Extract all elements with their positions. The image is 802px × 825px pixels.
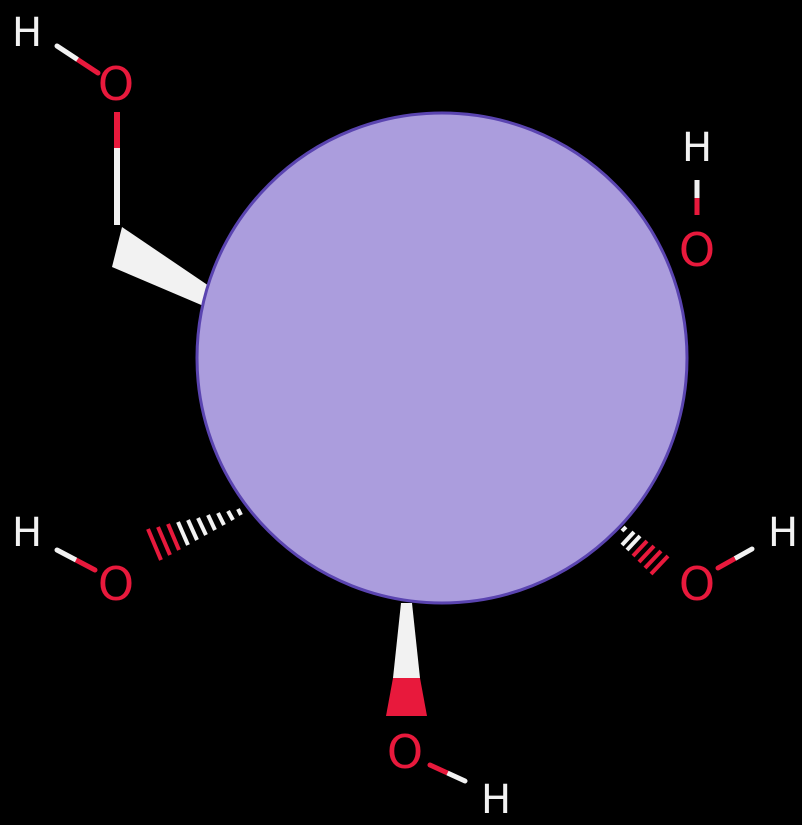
wedge-bond <box>112 227 212 307</box>
oxygen-atom: O <box>679 223 715 277</box>
ch2oh-group: H O <box>12 10 212 307</box>
hydrogen-atom: H <box>12 510 42 556</box>
oxygen-atom: O <box>679 557 715 611</box>
hashed-bond <box>146 508 243 561</box>
wedge-bond-white <box>393 603 420 678</box>
hydrogen-atom: H <box>768 510 798 556</box>
wedge-bond-red <box>386 678 427 716</box>
hydrogen-atom: H <box>12 10 42 56</box>
h-o-bond <box>715 546 755 571</box>
h-o-bond <box>54 43 101 76</box>
hydrogen-atom: H <box>481 777 511 823</box>
hydrogen-atom: H <box>682 125 712 171</box>
ring-circle <box>195 111 689 605</box>
oh-group-bottom: O H <box>386 603 511 823</box>
oxygen-atom: O <box>98 57 134 111</box>
oxygen-atom: O <box>98 557 134 611</box>
oxygen-atom: O <box>387 725 423 779</box>
h-o-bond <box>54 547 98 573</box>
oh-group-mid-right: H O <box>620 510 798 611</box>
oh-group-top-right: H O <box>679 125 715 277</box>
o-h-bond <box>427 762 468 784</box>
oh-group-mid-left: H O <box>12 508 243 611</box>
hashed-bond <box>620 525 670 576</box>
